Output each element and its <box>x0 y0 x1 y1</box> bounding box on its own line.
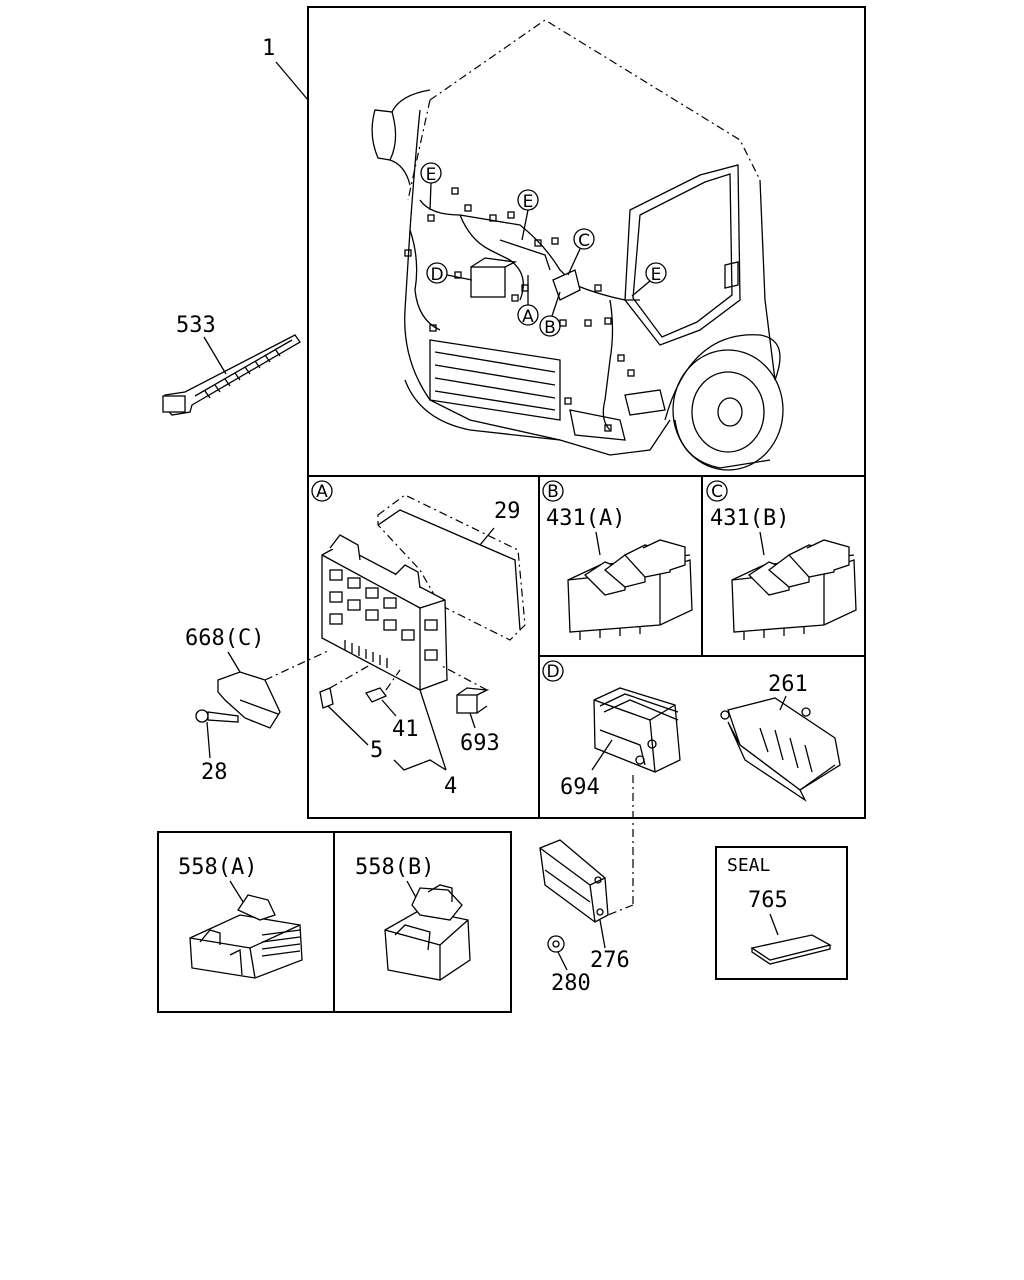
bracket-668c <box>217 671 281 729</box>
callout-276: 276 <box>590 948 630 973</box>
callout-280: 280 <box>551 971 591 996</box>
marker-e-1: E <box>426 165 437 185</box>
connector-frame <box>157 831 512 1013</box>
callout-4: 4 <box>444 774 457 799</box>
callout-431a: 431(A) <box>546 506 625 531</box>
callout-5: 5 <box>370 738 383 763</box>
ecu-bracket-276 <box>539 839 609 923</box>
connector-558a <box>189 894 303 979</box>
seal-title: SEAL <box>727 855 771 876</box>
bolt-28 <box>195 709 239 723</box>
callout-558b: 558(B) <box>355 855 434 880</box>
callout-533: 533 <box>176 313 216 338</box>
marker-b-cab: B <box>544 318 556 338</box>
view-marker-c: C <box>711 482 723 502</box>
relay-block-431b <box>731 539 857 640</box>
view-marker-d: D <box>546 662 559 682</box>
marker-e-3: E <box>651 265 662 285</box>
seal-frame <box>715 846 848 980</box>
callout-765: 765 <box>748 888 788 913</box>
callout-693: 693 <box>460 731 500 756</box>
callout-28: 28 <box>201 760 228 785</box>
callout-261: 261 <box>768 672 808 697</box>
fuse-41 <box>364 687 388 703</box>
callout-41: 41 <box>392 717 419 742</box>
marker-c-cab: C <box>578 231 590 251</box>
cab-view-markers: E E C E D A B <box>420 162 667 338</box>
view-marker-b: B <box>547 482 559 502</box>
relay-box-cab <box>470 266 506 298</box>
main-frame <box>307 6 866 819</box>
cover-261 <box>720 697 841 802</box>
marker-d-cab: D <box>430 265 443 285</box>
callout-431b: 431(B) <box>710 506 789 531</box>
nut-280 <box>547 935 565 953</box>
callout-668c: 668(C) <box>185 626 264 651</box>
marker-e-2: E <box>523 192 534 212</box>
cable-tie-533 <box>162 334 301 416</box>
truck-cab-illustration <box>371 19 784 471</box>
marker-a-cab: A <box>522 307 534 327</box>
callout-1: 1 <box>262 36 275 61</box>
relay-693 <box>456 687 490 714</box>
callout-558a: 558(A) <box>178 855 257 880</box>
connector-558b <box>384 884 471 981</box>
fuse-box <box>321 534 448 691</box>
fuse-box-cover-29 <box>377 494 526 641</box>
relay-block-431a <box>567 539 693 640</box>
view-marker-a: A <box>316 482 328 502</box>
fuse-5 <box>319 687 334 709</box>
callout-694: 694 <box>560 775 600 800</box>
ecu-694 <box>593 687 681 773</box>
callout-29: 29 <box>494 499 521 524</box>
seal-765 <box>750 934 832 965</box>
